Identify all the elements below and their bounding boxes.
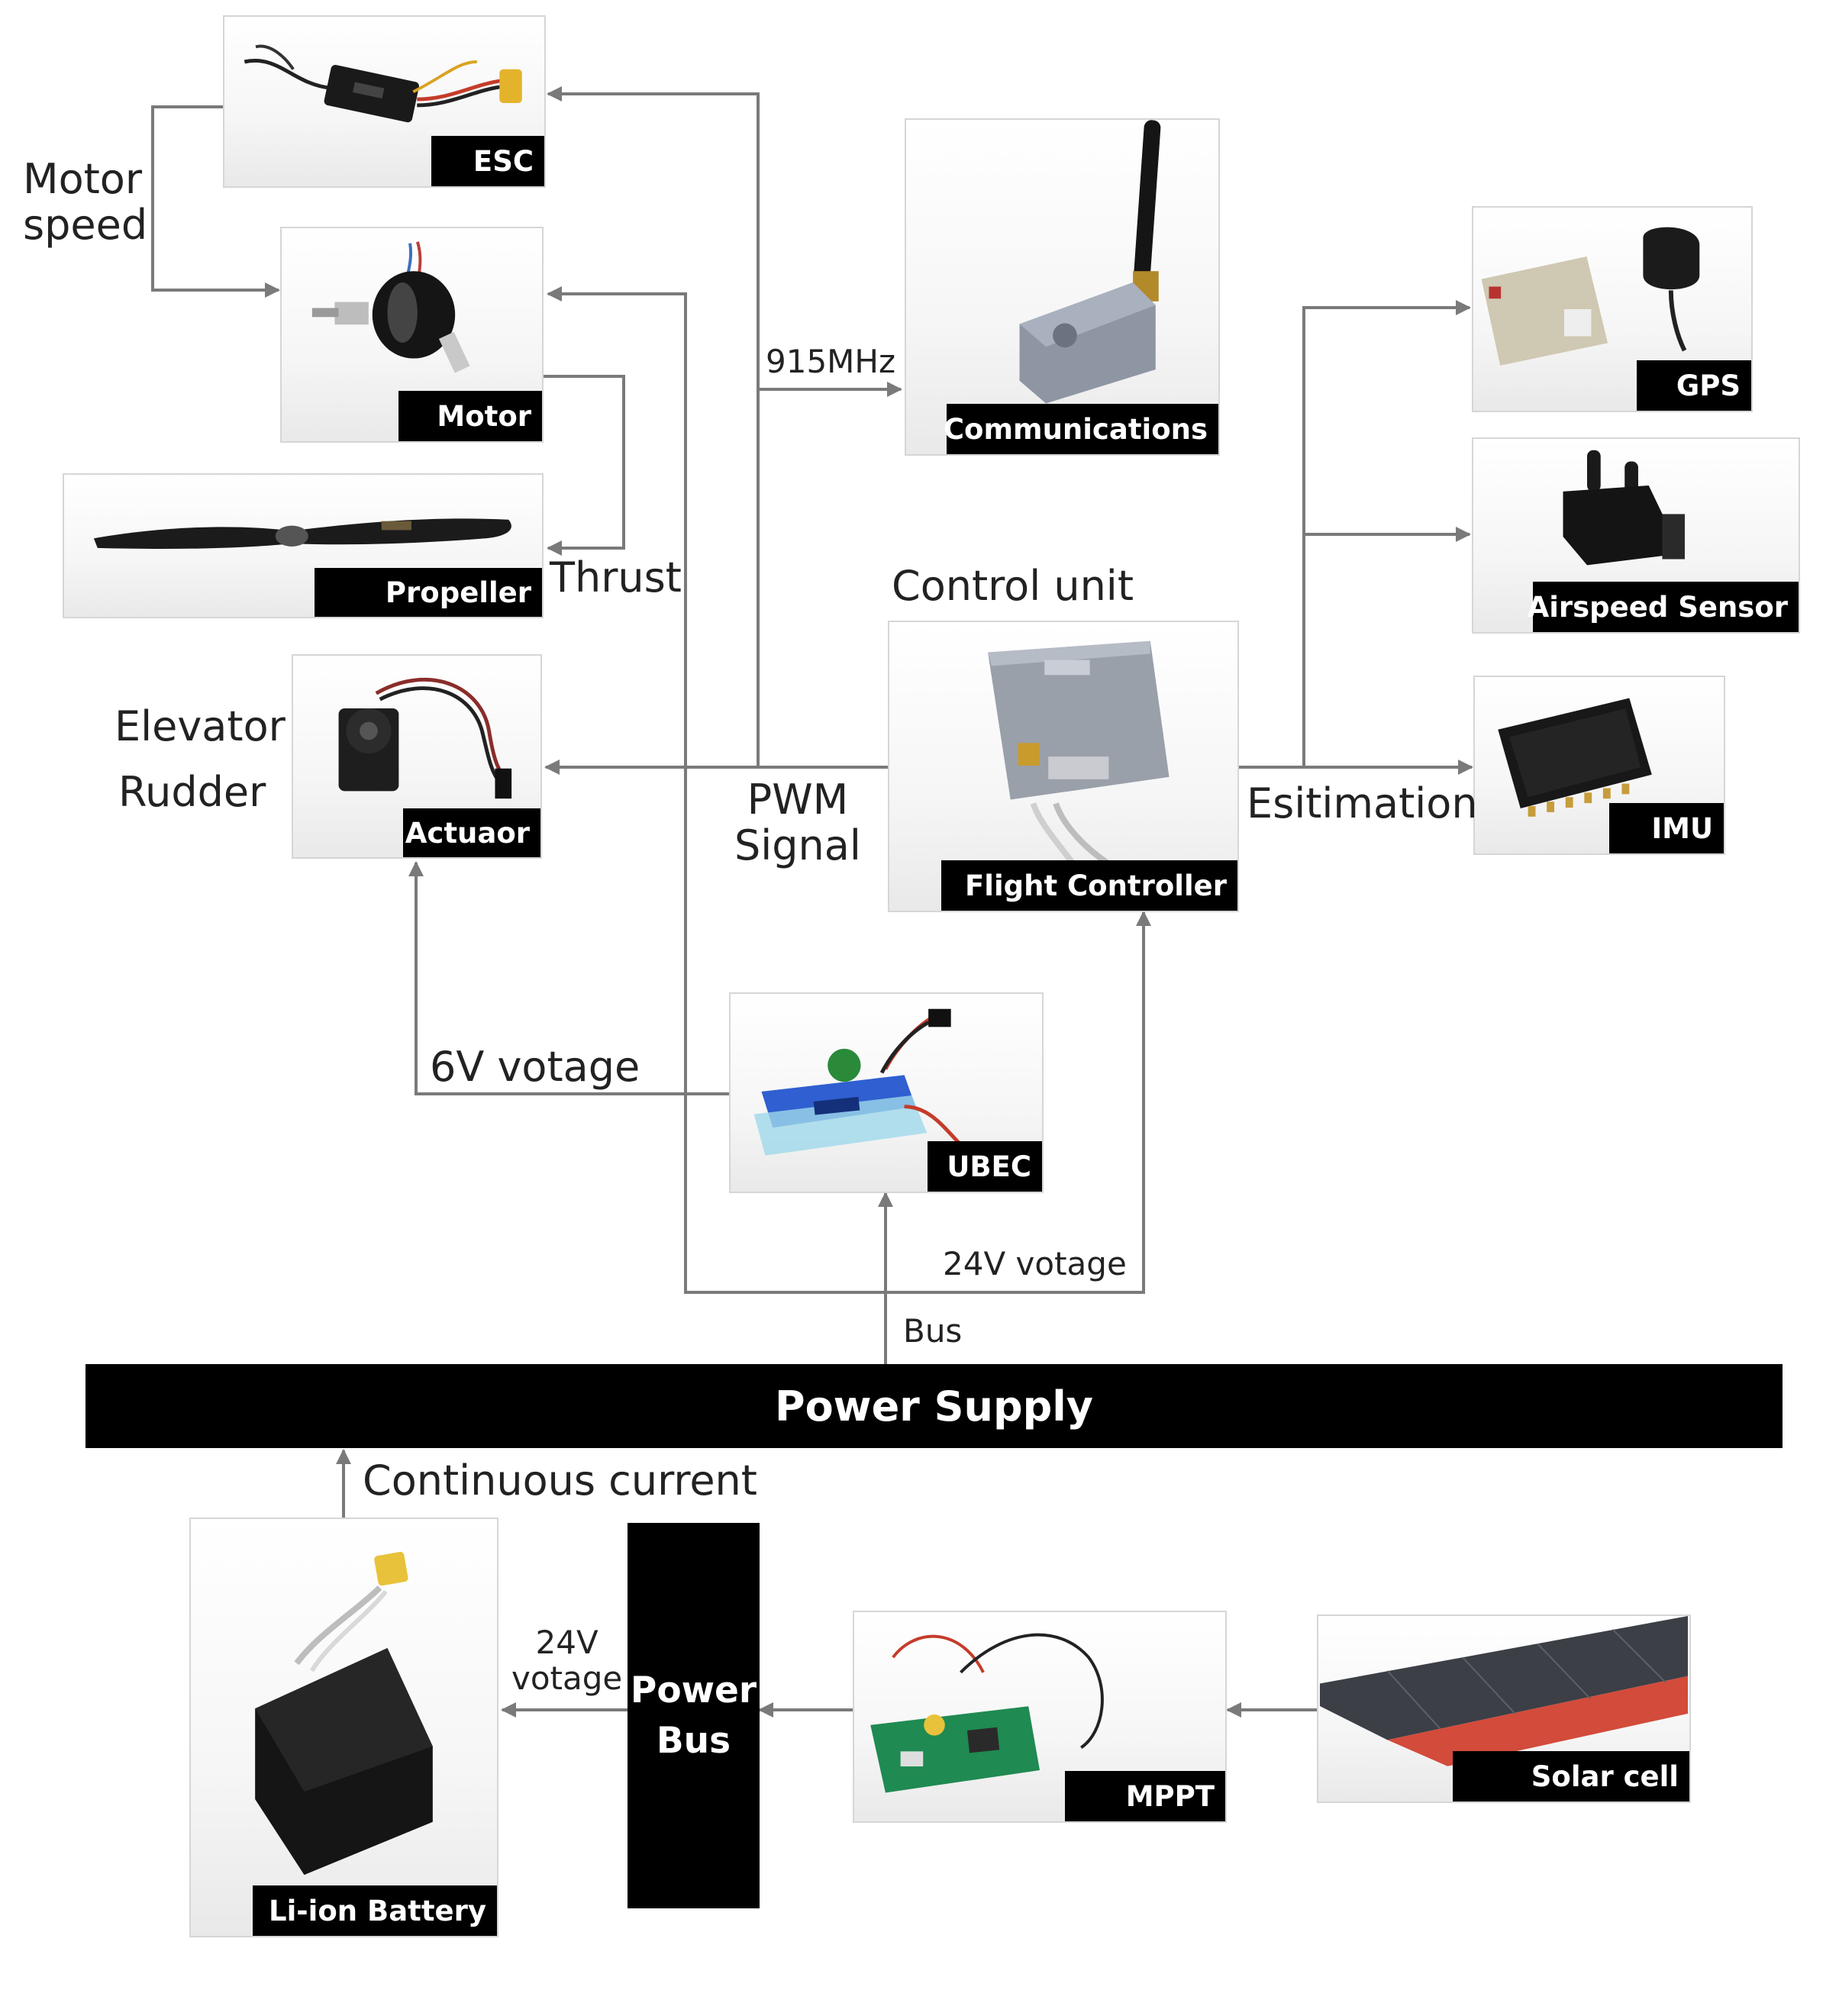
flight-controller-box: Flight Controller xyxy=(888,621,1239,912)
gps-box: GPS xyxy=(1472,206,1753,412)
continuous-current-label: Continuous current xyxy=(363,1456,757,1505)
six-volt-label: 6V votage xyxy=(430,1043,640,1091)
solar-cell-box: Solar cell xyxy=(1317,1614,1691,1803)
actuator-box: Actuaor xyxy=(292,654,542,859)
power-bus-line-2: Bus xyxy=(656,1719,731,1762)
estimation-trunk-line xyxy=(1302,300,1471,767)
mppt-board-icon xyxy=(870,1633,1104,1793)
motor-label: Motor xyxy=(398,391,542,441)
power-bus-bar: Power Bus xyxy=(628,1523,760,1908)
imu-chip-icon xyxy=(1498,698,1652,817)
esc-to-motor-line xyxy=(151,105,280,298)
pwm-signal-line-2: Signal xyxy=(734,821,861,870)
communications-label: Communications xyxy=(944,404,1218,454)
solar-panel-icon xyxy=(1319,1616,1689,1766)
bus-to-motor-line xyxy=(547,286,886,1294)
thrust-label: Thrust xyxy=(550,553,682,602)
motor-to-propeller-line xyxy=(542,375,625,556)
ubec-label: UBEC xyxy=(928,1141,1042,1192)
esc-label: ESC xyxy=(431,136,544,186)
imu-label: IMU xyxy=(1609,803,1724,853)
airspeed-sensor-label: Airspeed Sensor xyxy=(1528,582,1799,632)
elevator-label: Elevator xyxy=(115,702,286,750)
servo-icon xyxy=(338,677,512,799)
pressure-sensor-icon xyxy=(1563,450,1685,566)
pwm-signal-label: PWM Signal xyxy=(734,776,861,870)
battery-voltage-line-1: 24V xyxy=(535,1624,598,1661)
frequency-label: 915MHz xyxy=(766,343,896,380)
motor-speed-line-2: speed xyxy=(23,201,148,250)
battery-voltage-line-2: votage xyxy=(511,1660,623,1698)
motor-speed-label: Motor speed xyxy=(23,156,147,249)
power-bus-line-1: Power xyxy=(630,1669,757,1711)
power-supply-bar: Power Supply xyxy=(85,1364,1783,1448)
battery-voltage-label: 24V votage xyxy=(511,1624,622,1696)
motor-speed-line-1: Motor xyxy=(23,155,143,203)
motor-icon xyxy=(311,241,470,373)
battery-label: Li-ion Battery xyxy=(253,1885,497,1936)
propeller-icon xyxy=(93,518,511,550)
esc-box: ESC xyxy=(223,15,546,188)
propeller-box: Propeller xyxy=(63,473,544,618)
mppt-box: MPPT xyxy=(853,1611,1227,1823)
ubec-box: UBEC xyxy=(729,992,1044,1193)
radio-module-icon xyxy=(1019,120,1161,404)
ubec-to-actuator-line xyxy=(408,861,729,1095)
actuator-label: Actuaor xyxy=(403,808,540,857)
flight-controller-label: Flight Controller xyxy=(941,860,1237,911)
mppt-label: MPPT xyxy=(1065,1771,1225,1821)
fc-to-esc-line xyxy=(547,86,760,767)
control-unit-label: Control unit xyxy=(892,562,1134,610)
bus-to-fc-line xyxy=(886,911,1151,1294)
bus-label: Bus xyxy=(903,1312,963,1350)
esc-icon xyxy=(244,44,522,123)
rudder-label: Rudder xyxy=(118,768,266,816)
propeller-label: Propeller xyxy=(315,568,542,617)
gps-module-icon xyxy=(1481,227,1700,366)
pwm-signal-line-1: PWM xyxy=(747,776,849,824)
airspeed-sensor-box: Airspeed Sensor xyxy=(1472,437,1800,634)
motor-box: Motor xyxy=(280,227,544,443)
ubec-icon xyxy=(753,1008,973,1157)
battery-box: Li-ion Battery xyxy=(189,1518,498,1937)
estimation-label: Esitimation xyxy=(1247,779,1478,827)
gps-label: GPS xyxy=(1637,360,1751,411)
flight-controller-icon xyxy=(988,640,1170,873)
battery-icon xyxy=(255,1551,433,1876)
solar-cell-label: Solar cell xyxy=(1453,1751,1689,1801)
imu-box: IMU xyxy=(1473,676,1725,855)
twentyfour-volt-label: 24V votage xyxy=(943,1245,1127,1282)
communications-box: Communications xyxy=(905,118,1220,456)
